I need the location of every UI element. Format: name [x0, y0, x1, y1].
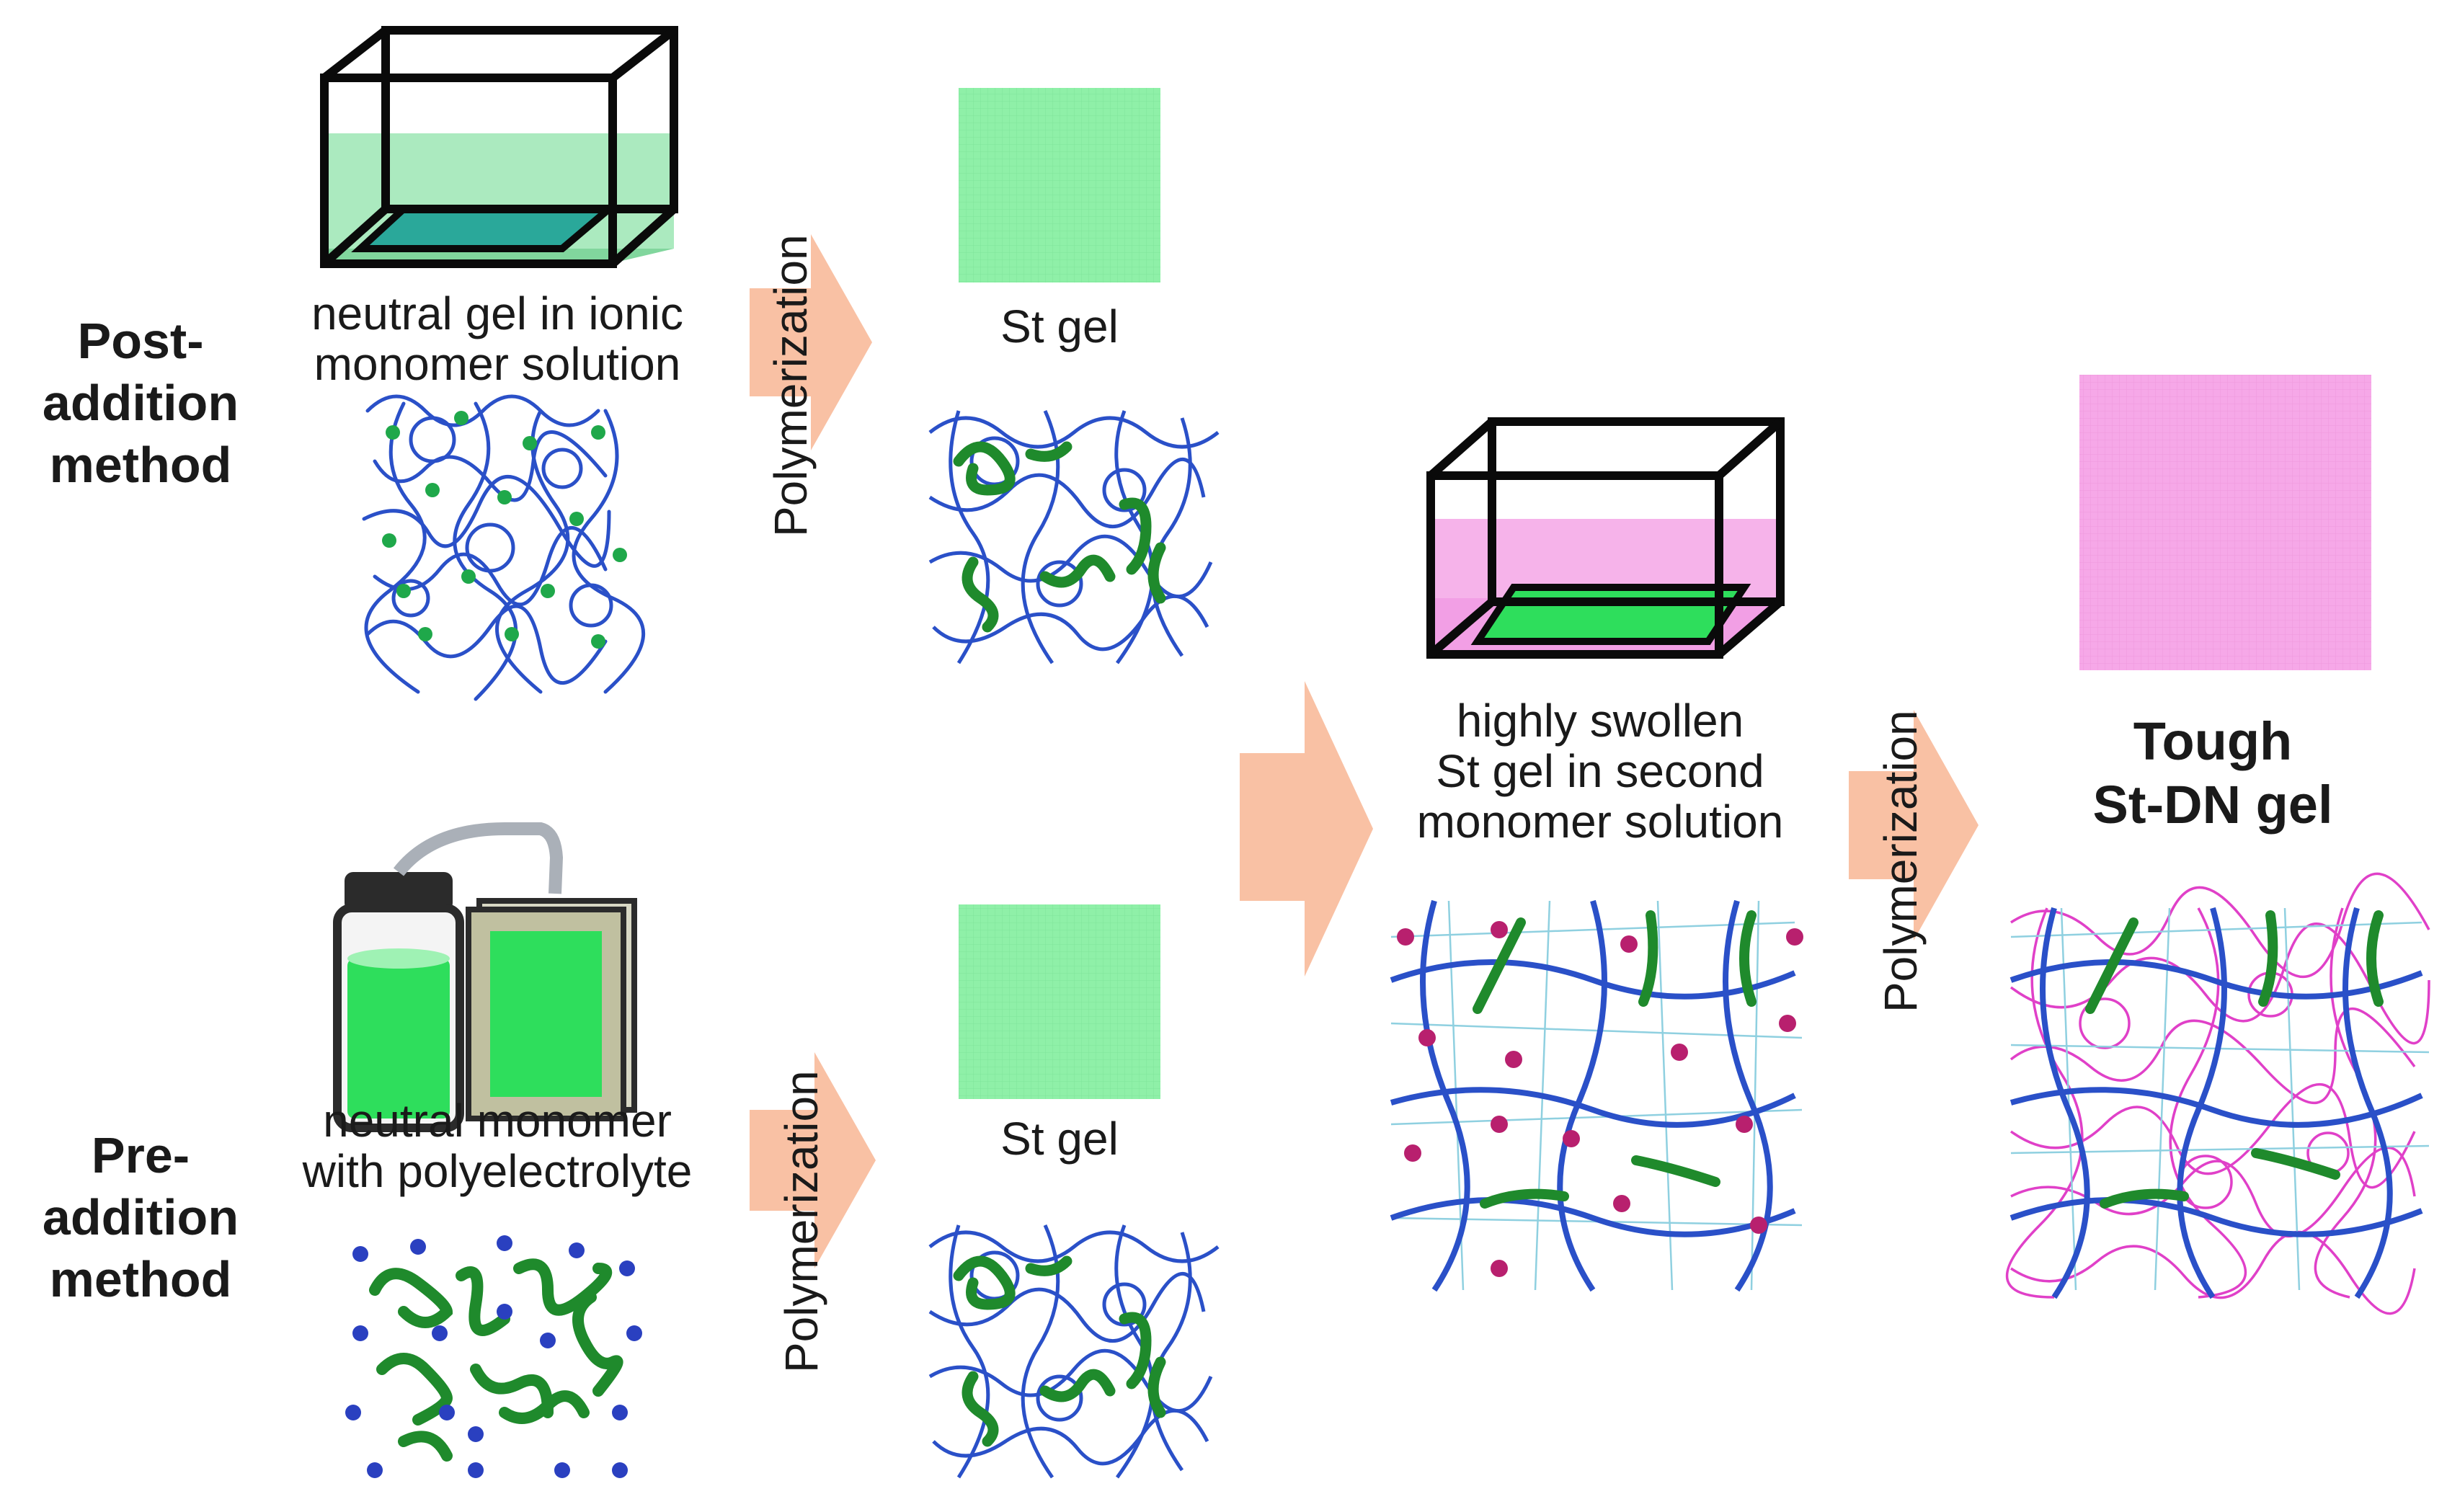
swollen-caption-line3: monomer solution: [1416, 796, 1784, 848]
post-addition-label-line3: method: [49, 437, 232, 493]
pre-addition-mold: [466, 898, 637, 1121]
post-addition-label: Post- addition method: [14, 310, 267, 496]
polymerization-label-top: Polymerization: [765, 234, 817, 537]
pre-addition-label-line3: method: [49, 1251, 232, 1307]
swollen-caption-line1: highly swollen: [1456, 695, 1744, 747]
st-gel-square-top: [959, 88, 1160, 283]
st-gel-network-top: [928, 409, 1220, 664]
st-dn-gel-network: [2005, 872, 2430, 1315]
pre-addition-caption: neutral monomer with polyelectrolyte: [274, 1095, 721, 1196]
final-gel-label: Tough St-DN gel: [2018, 710, 2407, 837]
pre-addition-caption-line1: neutral monomer: [323, 1095, 672, 1147]
polymerization-label-right: Polymerization: [1875, 710, 1927, 1013]
pre-addition-chains: [369, 1258, 623, 1462]
pre-addition-bottle: [333, 822, 564, 1132]
post-addition-label-line2: addition: [42, 375, 239, 431]
post-addition-label-line1: Post-: [77, 313, 204, 369]
polymerization-arrow-bottom: [750, 1052, 876, 1268]
post-addition-caption-line2: monomer solution: [314, 338, 681, 390]
swollen-caption-line2: St gel in second: [1436, 745, 1764, 797]
swollen-tank: [1426, 417, 1785, 659]
polymerization-arrow-right: [1849, 710, 1979, 940]
swollen-network: [1390, 899, 1803, 1292]
polymerization-arrow-top: [750, 234, 872, 450]
st-dn-gel-square: [2079, 375, 2371, 670]
pre-addition-caption-line2: with polyelectrolyte: [302, 1145, 693, 1197]
pre-addition-label-line2: addition: [42, 1189, 239, 1245]
post-addition-network: [362, 394, 646, 701]
pre-addition-label-line1: Pre-: [91, 1127, 190, 1183]
swollen-caption: highly swollen St gel in second monomer …: [1369, 695, 1831, 847]
pre-addition-monomers: [345, 1235, 642, 1478]
final-gel-label-line2: St-DN gel: [2092, 775, 2333, 835]
st-gel-label-top: St gel: [1000, 301, 1119, 352]
post-addition-monomers: [382, 411, 627, 649]
st-gel-network-bottom: [928, 1224, 1220, 1479]
merge-arrow: [1240, 681, 1373, 977]
st-gel-label-bottom: St gel: [1000, 1113, 1119, 1165]
polymerization-label-bottom: Polymerization: [776, 1070, 827, 1373]
st-gel-square-bottom: [959, 904, 1160, 1099]
post-addition-caption-line1: neutral gel in ionic: [311, 288, 683, 339]
post-addition-caption: neutral gel in ionic monomer solution: [281, 288, 714, 389]
final-gel-label-line1: Tough: [2133, 711, 2293, 771]
pre-addition-label: Pre- addition method: [14, 1124, 267, 1310]
post-addition-tank: [320, 26, 678, 268]
